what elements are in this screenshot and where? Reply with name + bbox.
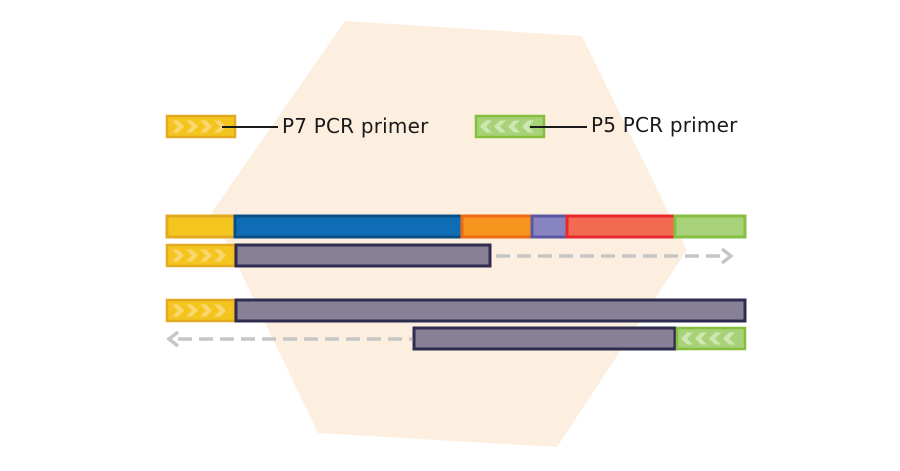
dashed-arrow-left-head — [166, 330, 180, 348]
legend-p7-label: P7 PCR primer — [282, 114, 429, 138]
legend-p7-primer-icon — [165, 114, 278, 139]
forward-strand — [165, 243, 734, 268]
reverse-extended-strand — [412, 326, 677, 351]
fragment-orange-segment — [460, 214, 534, 239]
fragment-insert-blue — [233, 214, 464, 239]
legend-p5-primer-icon — [474, 114, 587, 139]
forward-extended-strand — [234, 243, 492, 268]
reverse-strand — [166, 326, 747, 351]
legend-p5-label: P5 PCR primer — [591, 113, 738, 137]
copied-strand — [165, 298, 747, 323]
copied-full-strand — [234, 298, 747, 323]
dashed-arrow-right-head — [720, 247, 734, 265]
fragment-p5-adapter — [673, 214, 747, 239]
fragment-p7-adapter — [165, 214, 237, 239]
fragment-red-segment — [565, 214, 677, 239]
library-fragment — [165, 214, 747, 239]
fragment-purple-segment — [530, 214, 569, 239]
